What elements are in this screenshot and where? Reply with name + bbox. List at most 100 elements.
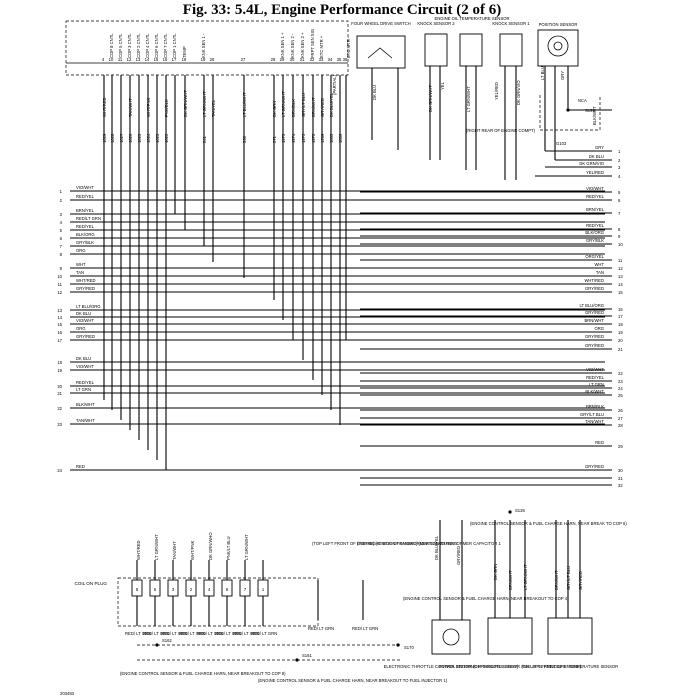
left-wire-label: VIO/WHT — [76, 185, 94, 190]
pcm-pin-label: ETC MTR + — [319, 35, 324, 58]
left-wire-label: RED/LT GRN — [76, 216, 101, 221]
left-pin-number: 2 — [60, 198, 63, 203]
cop-wire-label: WHT/RED — [136, 540, 141, 560]
engine-oil-temp-sensor — [459, 33, 483, 67]
pcm-pin-number: 30 — [290, 57, 295, 62]
right-pin-number: 30 — [618, 468, 623, 473]
coil-on-plug-label: COIL ON PLUG — [74, 581, 107, 586]
capacitor-label: RED/ LT GRN — [308, 626, 334, 631]
left-pin-number: 22 — [57, 406, 62, 411]
right-pin-number: 25 — [618, 393, 623, 398]
right-wire-label: VIO/WHT — [586, 186, 604, 191]
bottom-wire-label: BRN/WHT — [554, 570, 559, 590]
g103-label: G103 — [556, 141, 567, 146]
bottom-wire-label: GRY/LT BLU — [566, 566, 571, 590]
pcm-pin-label: KNK SEN 2 - — [290, 33, 295, 58]
bottom-wire-label: LT GRN/WHT — [523, 564, 528, 590]
pcm-pin-number: 18 — [182, 57, 187, 62]
right-wire-label: RED/YEL — [586, 223, 605, 228]
right-wire-label: GRY/BLK — [586, 238, 604, 243]
left-wire-label: RED/YEL — [76, 380, 95, 385]
left-pin-number: 14 — [57, 315, 62, 320]
pcm-pin-number: 11 — [118, 57, 123, 62]
right-pin-number: 31 — [618, 476, 623, 481]
knock-sensor-2 — [424, 33, 448, 67]
cop-connector — [117, 577, 319, 627]
top-wire-label: LT BLU — [540, 66, 545, 80]
left-pin-number: 21 — [57, 391, 62, 396]
right-wire-label: BRN/WHT — [584, 318, 604, 323]
right-pin-number: 15 — [618, 290, 623, 295]
splice-s136 — [508, 510, 512, 514]
right-wire-label: BLK/ORG — [585, 230, 604, 235]
right-pin-number: 7 — [618, 211, 621, 216]
left-pin-number: 23 — [57, 422, 62, 427]
left-wire-label: GRY/RED — [76, 334, 95, 339]
left-wire-label: BLK/ORG — [76, 232, 95, 237]
left-wire-label: VIO/WHT — [76, 364, 94, 369]
pcm-pin-number: 27 — [241, 57, 246, 62]
pcm-pin-number: 36 — [343, 57, 348, 62]
left-wire-label: RED — [76, 464, 85, 469]
cop-lower-label: RED/ LT GRN — [233, 631, 259, 636]
pcm-pin-label: COP 1 CNTL — [172, 33, 177, 58]
cop-pin-number: 5 — [154, 587, 157, 592]
left-wire-label: DK BLU — [76, 311, 91, 316]
splice-s162 — [155, 643, 159, 647]
pcm-pin-number: 32 — [310, 57, 315, 62]
right-pin-number: 27 — [618, 416, 623, 421]
right-wire-label: VIO/WHT — [586, 367, 604, 372]
top-wire-label: DK BLU — [372, 85, 377, 100]
pcm-partial-label: (PARTIAL) — [332, 75, 337, 95]
right-pin-number: 14 — [618, 282, 623, 287]
pcm-pin-number: 31 — [300, 57, 305, 62]
right-pin-number: 10 — [618, 242, 623, 247]
switch-contact — [367, 47, 393, 59]
pcm-pin-label: KNK SEN 2 + — [300, 32, 305, 58]
left-pin-number: 8 — [60, 252, 63, 257]
right-wire-label: BRN/BLK — [586, 404, 604, 409]
pcm-pin-label: TEMP — [182, 46, 187, 58]
pcm-pin-number: 13 — [136, 57, 141, 62]
cop-wire-label: PNK/LT BLU — [226, 536, 231, 560]
cop-wire-label: LT GRN/WHT — [154, 534, 159, 560]
ps-pressure-sensor — [487, 617, 533, 655]
right-wire-label: GRY/RED — [585, 334, 604, 339]
left-wire-label: GRY/RED — [76, 286, 95, 291]
capacitor-label: RED/ LT GRN — [352, 626, 378, 631]
cop-lower-label: RED/ LT GRN — [143, 631, 169, 636]
cop-wire-label: LT GRN/WHT — [244, 534, 249, 560]
right-wire-label: RED/YEL — [586, 194, 605, 199]
bottom-wire-label: DK GRN — [493, 564, 498, 580]
shield — [539, 95, 601, 131]
right-pin-number: 21 — [618, 347, 623, 352]
bottom-wire-label: DK BLU/YEL — [434, 535, 439, 560]
pcm-pin-label: COP 6 CNTL — [154, 33, 159, 58]
knock-sensor-1 — [499, 33, 523, 67]
pcm-pin-number: 33 — [319, 57, 324, 62]
throttle-motor-label: ELECTRONIC THROTTLE CONTROL MOTOR (ON TH… — [384, 664, 519, 669]
harness-note-cop4: (ENGINE CONTROL SENSOR & FUEL CHARGE HAR… — [403, 596, 569, 601]
left-wire-label: ORG — [76, 326, 86, 331]
left-wire-label: RED/YEL — [76, 194, 95, 199]
cop-pin-number: 4 — [208, 587, 211, 592]
position-sensor-label: POSITION SENSOR — [539, 22, 578, 27]
top-wire-label: LT GRN/WHT — [466, 86, 471, 112]
right-pin-number: 9 — [618, 234, 621, 239]
left-wire-label: LT GRN — [76, 387, 91, 392]
right-pin-number: 4 — [618, 174, 621, 179]
right-pin-number: 23 — [618, 379, 623, 384]
left-pin-number: 10 — [57, 274, 62, 279]
bottom-wire-label: GRY/RED — [578, 571, 583, 590]
cop-wire-label: DK GRN/WHO — [208, 532, 213, 560]
pcm-pin-number: 12 — [127, 57, 132, 62]
throttle-motor-symbol — [442, 628, 460, 646]
pcm-pin-label: KNK SEN 1 + — [280, 32, 285, 58]
pcm-pin-number: 26 — [210, 57, 215, 62]
right-pin-number: 24 — [618, 386, 623, 391]
pcm-pin-number: 15 — [154, 57, 159, 62]
right-wire-label: GRY/RED — [585, 310, 604, 315]
cop-lower-label: RED/ LT GRN — [197, 631, 223, 636]
cop-pin-number: 6 — [226, 587, 229, 592]
cop-pin-number: 3 — [172, 587, 175, 592]
